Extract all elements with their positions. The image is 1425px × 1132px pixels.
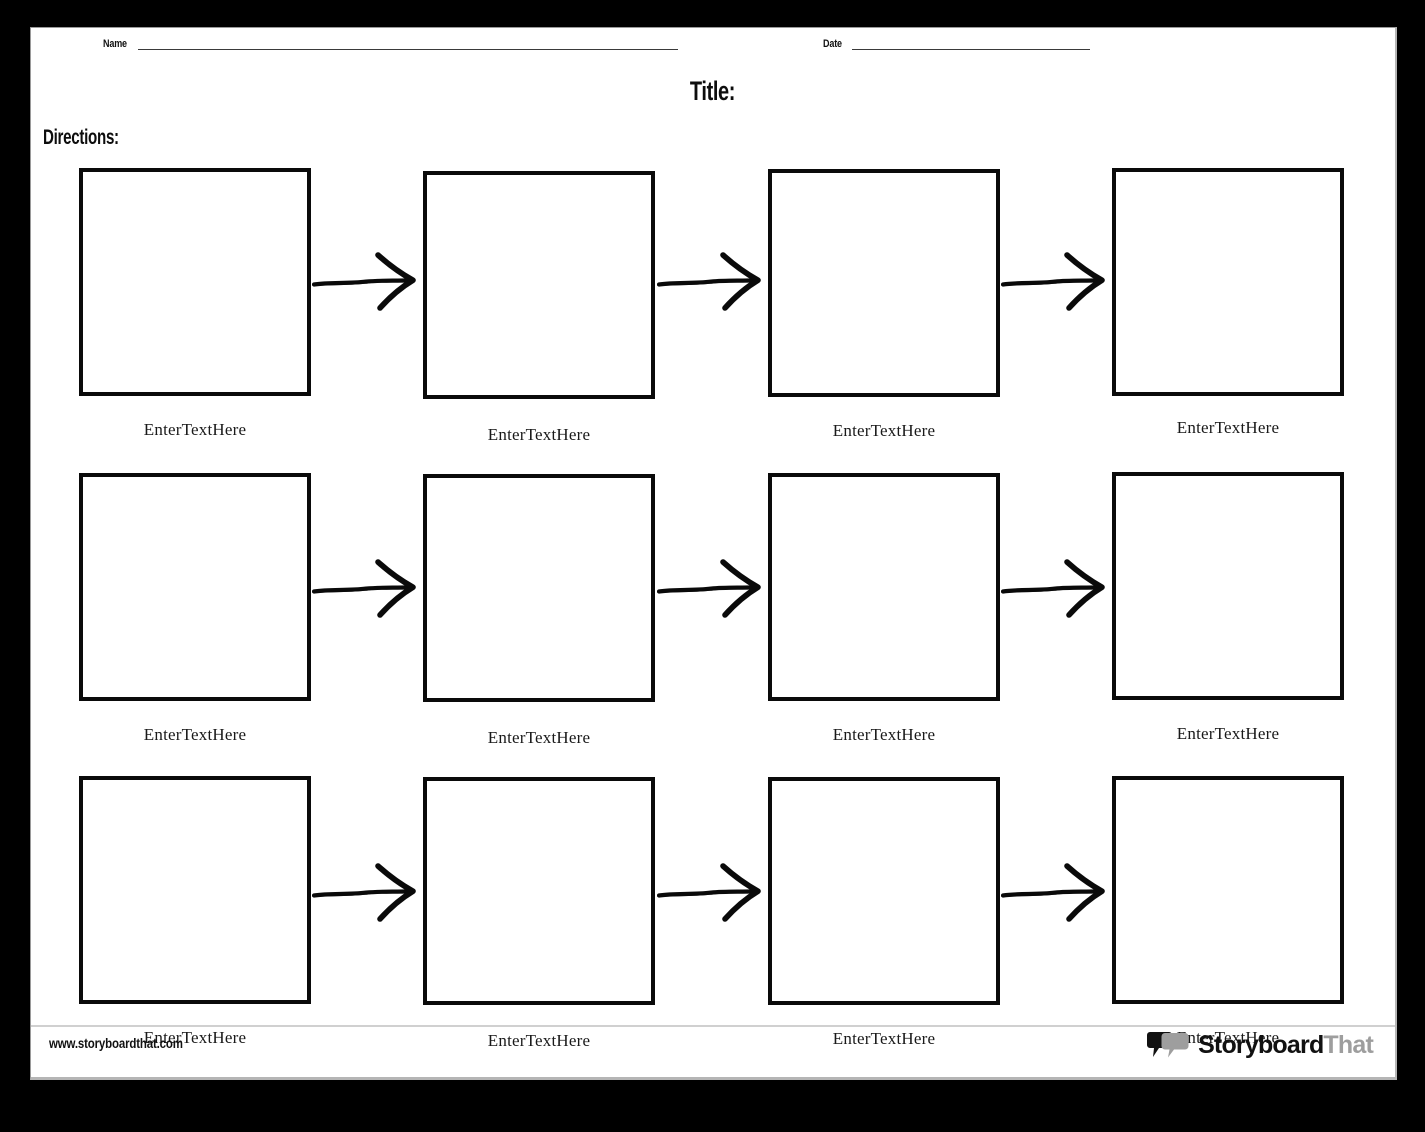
cell-caption[interactable]: EnterTextHere	[487, 425, 591, 444]
storyboard-cell[interactable]: EnterTextHere	[768, 169, 1000, 441]
cell-drawing-area[interactable]	[423, 171, 655, 399]
arrow-right-icon	[312, 551, 432, 625]
cell-drawing-area[interactable]	[768, 777, 1000, 1005]
page-title[interactable]: Title:	[690, 76, 736, 106]
cell-drawing-area[interactable]	[768, 473, 1000, 701]
storyboard-cell[interactable]: EnterTextHere	[1112, 168, 1344, 438]
arrow-right-icon	[657, 244, 777, 318]
cell-caption[interactable]: EnterTextHere	[832, 421, 936, 440]
arrow-right-icon	[312, 244, 432, 318]
cell-drawing-area[interactable]	[1112, 472, 1344, 700]
cell-caption[interactable]: EnterTextHere	[1176, 418, 1280, 437]
arrow-right-icon	[657, 551, 777, 625]
cell-caption[interactable]: EnterTextHere	[1176, 724, 1280, 743]
storyboard-grid: EnterTextHere EnterTextHere	[31, 156, 1395, 1065]
cell-caption[interactable]: EnterTextHere	[832, 1029, 936, 1048]
cell-caption[interactable]: EnterTextHere	[487, 728, 591, 747]
cell-drawing-area[interactable]	[79, 168, 311, 396]
name-label: Name	[103, 38, 127, 50]
cell-drawing-area[interactable]	[79, 776, 311, 1004]
speech-bubbles-icon	[1147, 1030, 1189, 1060]
storyboard-row: EnterTextHere EnterTextHere	[31, 762, 1395, 1065]
date-label: Date	[823, 38, 842, 50]
storyboard-row: EnterTextHere EnterTextHere	[31, 459, 1395, 762]
cell-caption[interactable]: EnterTextHere	[832, 725, 936, 744]
worksheet-page: Name Date Title: Directions: EnterTextHe…	[30, 27, 1397, 1080]
cell-caption[interactable]: EnterTextHere	[143, 725, 247, 744]
title-row: Title:	[31, 76, 1395, 107]
arrow-right-icon	[1001, 551, 1121, 625]
date-field-group: Date	[823, 38, 1091, 52]
storyboard-cell[interactable]: EnterTextHere	[768, 473, 1000, 745]
page-footer: www.storyboardthat.com StoryboardThat	[31, 1025, 1395, 1077]
brand-wordmark: StoryboardThat	[1198, 1030, 1374, 1060]
storyboard-cell[interactable]: EnterTextHere	[1112, 472, 1344, 744]
storyboard-cell[interactable]: EnterTextHere	[768, 777, 1000, 1049]
header-fields: Name Date	[31, 28, 1395, 74]
storyboard-cell[interactable]: EnterTextHere	[79, 473, 311, 745]
arrow-right-icon	[1001, 855, 1121, 929]
storyboard-cell[interactable]: EnterTextHere	[1112, 776, 1344, 1048]
cell-drawing-area[interactable]	[79, 473, 311, 701]
directions-row: Directions:	[43, 126, 148, 150]
storyboard-cell[interactable]: EnterTextHere	[423, 474, 655, 748]
name-field-group: Name	[103, 38, 679, 52]
storyboard-cell[interactable]: EnterTextHere	[423, 171, 655, 445]
directions-label[interactable]: Directions:	[43, 126, 119, 149]
storyboard-row: EnterTextHere EnterTextHere	[31, 156, 1395, 459]
name-input-rule[interactable]	[138, 49, 679, 50]
footer-website-url[interactable]: www.storyboardthat.com	[49, 1035, 183, 1051]
arrow-right-icon	[1001, 244, 1121, 318]
cell-caption[interactable]: EnterTextHere	[143, 1028, 247, 1047]
arrow-right-icon	[657, 855, 777, 929]
brand-name-secondary: That	[1323, 1030, 1373, 1059]
cell-drawing-area[interactable]	[423, 777, 655, 1005]
brand-name-primary: Storyboard	[1198, 1030, 1324, 1059]
brand-logo[interactable]: StoryboardThat	[1147, 1030, 1374, 1060]
arrow-right-icon	[312, 855, 432, 929]
cell-drawing-area[interactable]	[768, 169, 1000, 397]
cell-caption[interactable]: EnterTextHere	[1176, 1028, 1280, 1047]
cell-drawing-area[interactable]	[1112, 168, 1344, 396]
storyboard-cell[interactable]: EnterTextHere	[79, 168, 311, 440]
storyboard-cell[interactable]: EnterTextHere	[79, 776, 311, 1048]
cell-drawing-area[interactable]	[423, 474, 655, 702]
cell-caption[interactable]: EnterTextHere	[143, 420, 247, 439]
cell-caption[interactable]: EnterTextHere	[487, 1031, 591, 1050]
cell-drawing-area[interactable]	[1112, 776, 1344, 1004]
date-input-rule[interactable]	[852, 49, 1091, 50]
storyboard-cell[interactable]: EnterTextHere	[423, 777, 655, 1051]
